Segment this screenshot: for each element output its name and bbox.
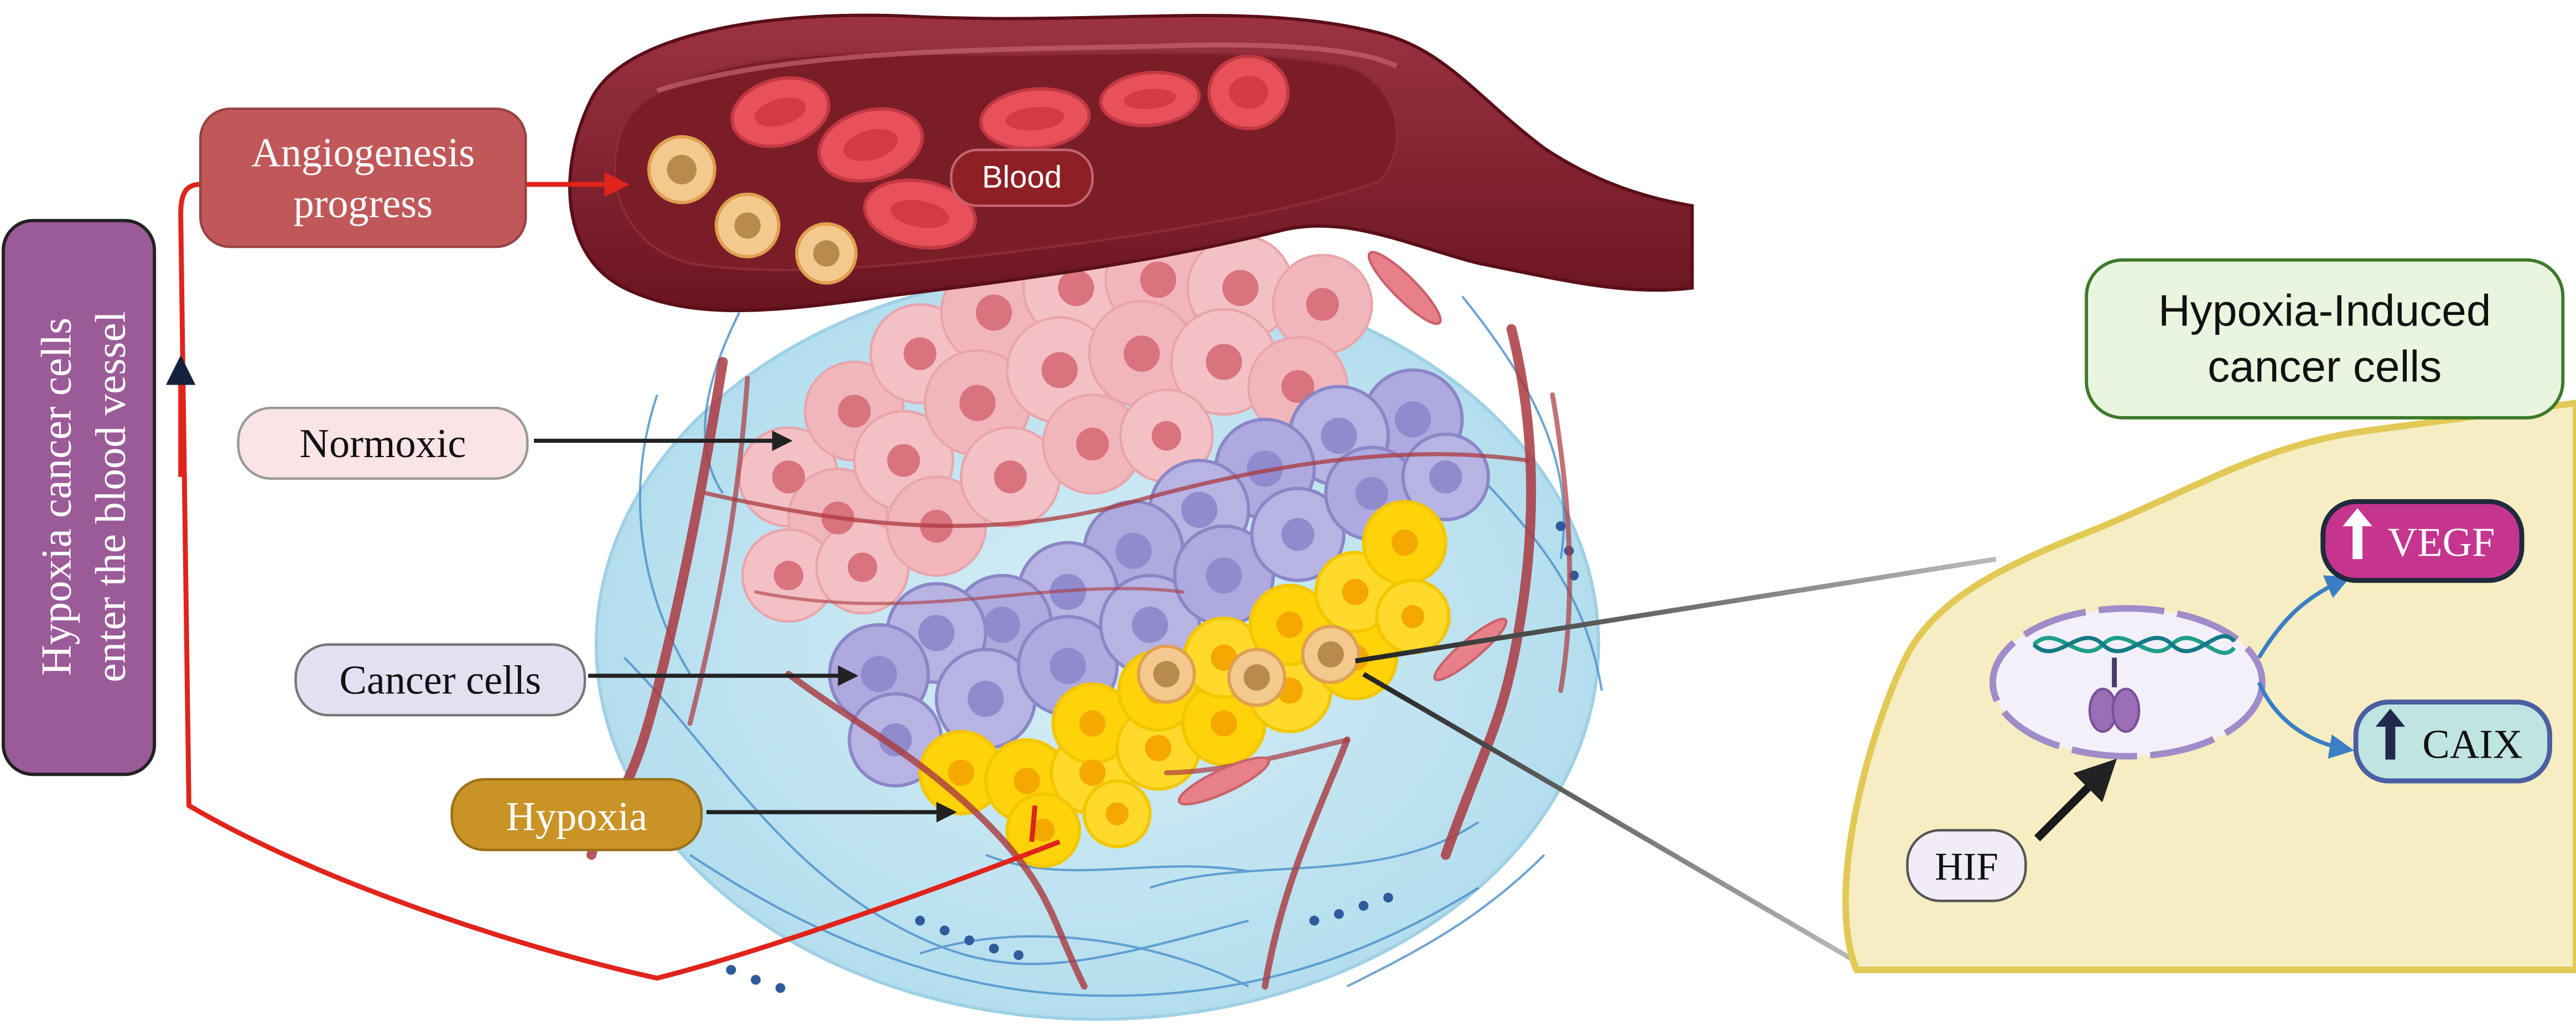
caix-text: CAIX xyxy=(2422,722,2522,768)
normoxic-nuclei xyxy=(772,261,1339,590)
normoxic-label: Normoxic xyxy=(237,406,529,480)
red-path-tick xyxy=(1029,805,1038,842)
blood-vessel: Blood xyxy=(568,13,1694,313)
red-path-loop xyxy=(178,182,1061,981)
caix-up-arrow-icon xyxy=(2375,708,2406,760)
hif-box xyxy=(1906,828,2027,903)
side-label-line2: enter the blood vessel xyxy=(87,311,134,682)
inset-title-box xyxy=(2085,258,2565,419)
vegf-label: VEGF xyxy=(2320,499,2525,583)
inset-title-line2: cancer cells xyxy=(2208,341,2442,391)
tumor-spheroid xyxy=(586,226,1603,1021)
side-label-box xyxy=(1,219,157,776)
hif-text: HIF xyxy=(1935,845,1998,888)
caix-arrow xyxy=(2257,681,2355,759)
side-label: Hypoxia cancer cells enter the blood ves… xyxy=(1,219,157,776)
cancer-cell-nuclei xyxy=(860,401,1462,757)
hypoxia-text: Hypoxia xyxy=(506,794,647,840)
cancer-cells-label: Cancer cells xyxy=(294,643,586,717)
metastasis-path xyxy=(178,172,1061,981)
inset-title-line1: Hypoxia-Induced xyxy=(2158,286,2491,335)
migrating-hypoxia-cells xyxy=(1136,625,1360,707)
cancer-cells-box xyxy=(294,643,586,717)
blood-label-text: Blood xyxy=(982,159,1062,194)
blood-label-box xyxy=(950,148,1094,208)
angiogenesis-line2: progress xyxy=(294,182,433,227)
vessel-highlight xyxy=(656,42,1398,94)
normoxic-box xyxy=(237,406,529,480)
vegf-text: VEGF xyxy=(2388,520,2495,565)
caix-box xyxy=(2353,700,2552,784)
nucleus-envelope xyxy=(1989,605,2266,760)
hif-arrow xyxy=(2034,758,2117,842)
red-blood-cell-centers xyxy=(755,76,1269,228)
vegf-arrow xyxy=(2257,575,2351,659)
blood-label: Blood xyxy=(950,148,1094,208)
dna-helix-icon xyxy=(2032,634,2236,655)
zoom-lines xyxy=(1355,556,1997,964)
inset-panel: Hypoxia-Induced cancer cells HIF xyxy=(1842,258,2576,973)
normoxic-text: Normoxic xyxy=(299,421,466,467)
inset-title: Hypoxia-Induced cancer cells xyxy=(2085,258,2565,419)
angiogenesis-label: Angiogenesis progress xyxy=(199,107,527,248)
hif-dimer-icon xyxy=(2088,657,2141,733)
spindle-cells xyxy=(1177,251,1508,806)
hypoxia-label: Hypoxia xyxy=(450,778,703,852)
circulating-tumor-cells xyxy=(647,135,858,285)
cancer-cells-text: Cancer cells xyxy=(339,658,541,703)
vegf-up-arrow-icon xyxy=(2343,508,2372,560)
side-label-line1: Hypoxia cancer cells xyxy=(33,318,80,676)
hif-label: HIF xyxy=(1906,828,2027,903)
hypoxia-box xyxy=(450,778,703,852)
caix-label: CAIX xyxy=(2353,700,2552,784)
nucleus xyxy=(1989,605,2266,760)
angiogenesis-line1: Angiogenesis xyxy=(251,131,475,176)
vegf-box xyxy=(2320,499,2525,583)
angiogenesis-box xyxy=(199,107,527,248)
